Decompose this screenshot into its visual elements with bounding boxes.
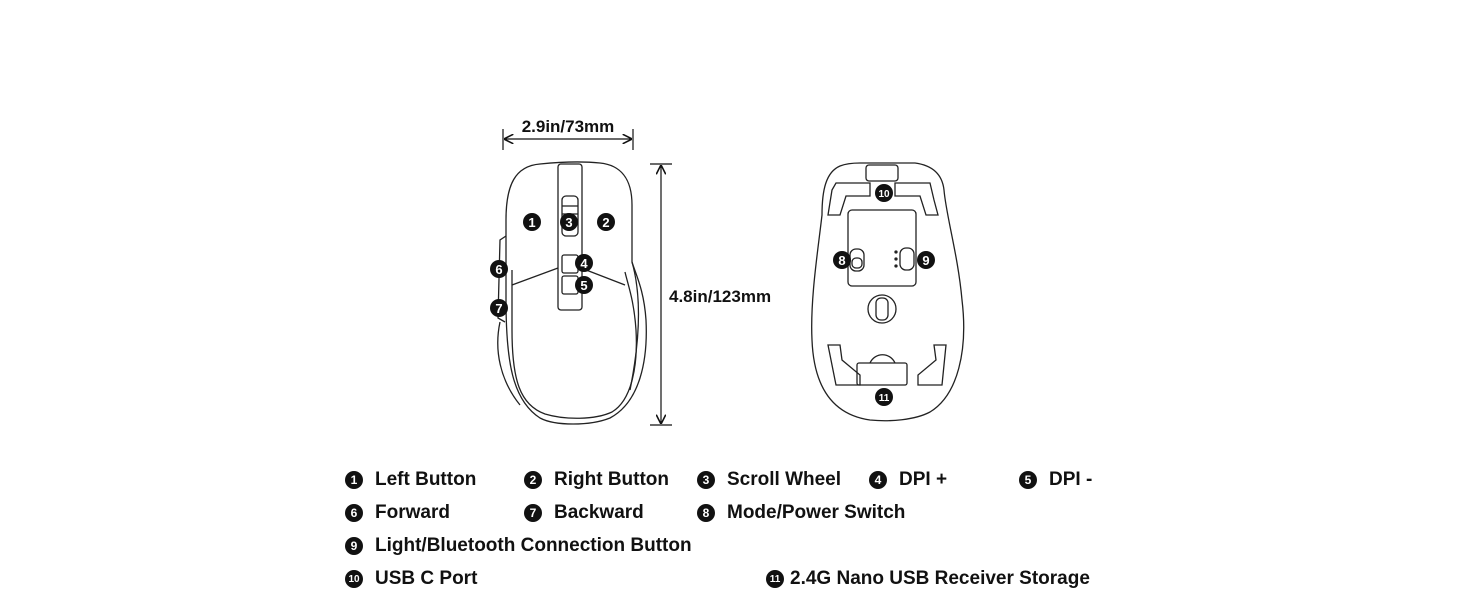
- callout-1: [523, 213, 541, 231]
- number-badge-icon: 1: [345, 471, 363, 489]
- svg-text:9: 9: [922, 253, 929, 268]
- callout-7: [490, 299, 508, 317]
- number-badge-icon: 3: [697, 471, 715, 489]
- legend-item-light-bluetooth-button: 9 Light/Bluetooth Connection Button: [345, 535, 692, 557]
- number-badge-icon: 6: [345, 504, 363, 522]
- legend-label: 2.4G Nano USB Receiver Storage: [790, 568, 1090, 589]
- legend-label: USB C Port: [375, 568, 478, 589]
- legend-item-backward: 7 Backward: [524, 502, 644, 524]
- callout-4: [575, 254, 593, 272]
- legend-item-right-button: 2 Right Button: [524, 469, 669, 491]
- svg-text:7: 7: [495, 301, 502, 316]
- legend-label: Left Button: [375, 469, 477, 490]
- callout-3: [560, 213, 578, 231]
- callout-6: [490, 260, 508, 278]
- svg-text:6: 6: [495, 262, 502, 277]
- legend-item-dpi-plus: 4 DPI +: [869, 469, 947, 491]
- legend-item-receiver-storage: 11 2.4G Nano USB Receiver Storage: [766, 568, 1090, 590]
- width-dimension: 2.9in/73mm: [502, 117, 634, 150]
- number-badge-icon: 7: [524, 504, 542, 522]
- legend-label: Light/Bluetooth Connection Button: [375, 535, 692, 556]
- svg-text:4: 4: [580, 256, 588, 271]
- width-label: 2.9in/73mm: [522, 117, 615, 136]
- callout-9: [917, 251, 935, 269]
- legend-label: Scroll Wheel: [727, 469, 842, 490]
- legend-label: DPI +: [899, 469, 948, 490]
- number-badge-icon: 2: [524, 471, 542, 489]
- legend-item-mode-power-switch: 8 Mode/Power Switch: [697, 502, 905, 524]
- svg-text:11: 11: [879, 393, 890, 404]
- svg-text:2: 2: [602, 215, 609, 230]
- number-badge-icon: 11: [766, 570, 784, 588]
- number-badge-icon: 10: [345, 570, 363, 588]
- callout-5: [575, 276, 593, 294]
- number-badge-icon: 4: [869, 471, 887, 489]
- callout-10: [875, 184, 893, 202]
- legend-item-usb-c-port: 10 USB C Port: [345, 568, 477, 590]
- svg-text:1: 1: [528, 215, 535, 230]
- number-badge-icon: 9: [345, 537, 363, 555]
- legend-item-left-button: 1 Left Button: [345, 469, 476, 491]
- height-dimension: 4.8in/123mm: [650, 163, 771, 426]
- height-label: 4.8in/123mm: [669, 287, 771, 306]
- legend-label: Right Button: [554, 469, 670, 490]
- callout-2: [597, 213, 615, 231]
- callout-8: [833, 251, 851, 269]
- number-badge-icon: 8: [697, 504, 715, 522]
- legend-item-forward: 6 Forward: [345, 502, 450, 524]
- number-badge-icon: 5: [1019, 471, 1037, 489]
- legend-label: Forward: [375, 502, 450, 523]
- svg-text:8: 8: [838, 253, 845, 268]
- legend-item-scroll-wheel: 3 Scroll Wheel: [697, 469, 841, 491]
- legend-label: DPI -: [1049, 469, 1093, 490]
- callouts: 1 2 3 4 5 6 7 8 9 10 11: [490, 184, 935, 406]
- callout-11: [875, 388, 893, 406]
- legend-label: Backward: [554, 502, 644, 523]
- svg-text:5: 5: [580, 278, 587, 293]
- svg-text:3: 3: [565, 215, 572, 230]
- legend-item-dpi-minus: 5 DPI -: [1019, 469, 1092, 491]
- svg-text:10: 10: [878, 189, 890, 200]
- legend-label: Mode/Power Switch: [727, 502, 906, 523]
